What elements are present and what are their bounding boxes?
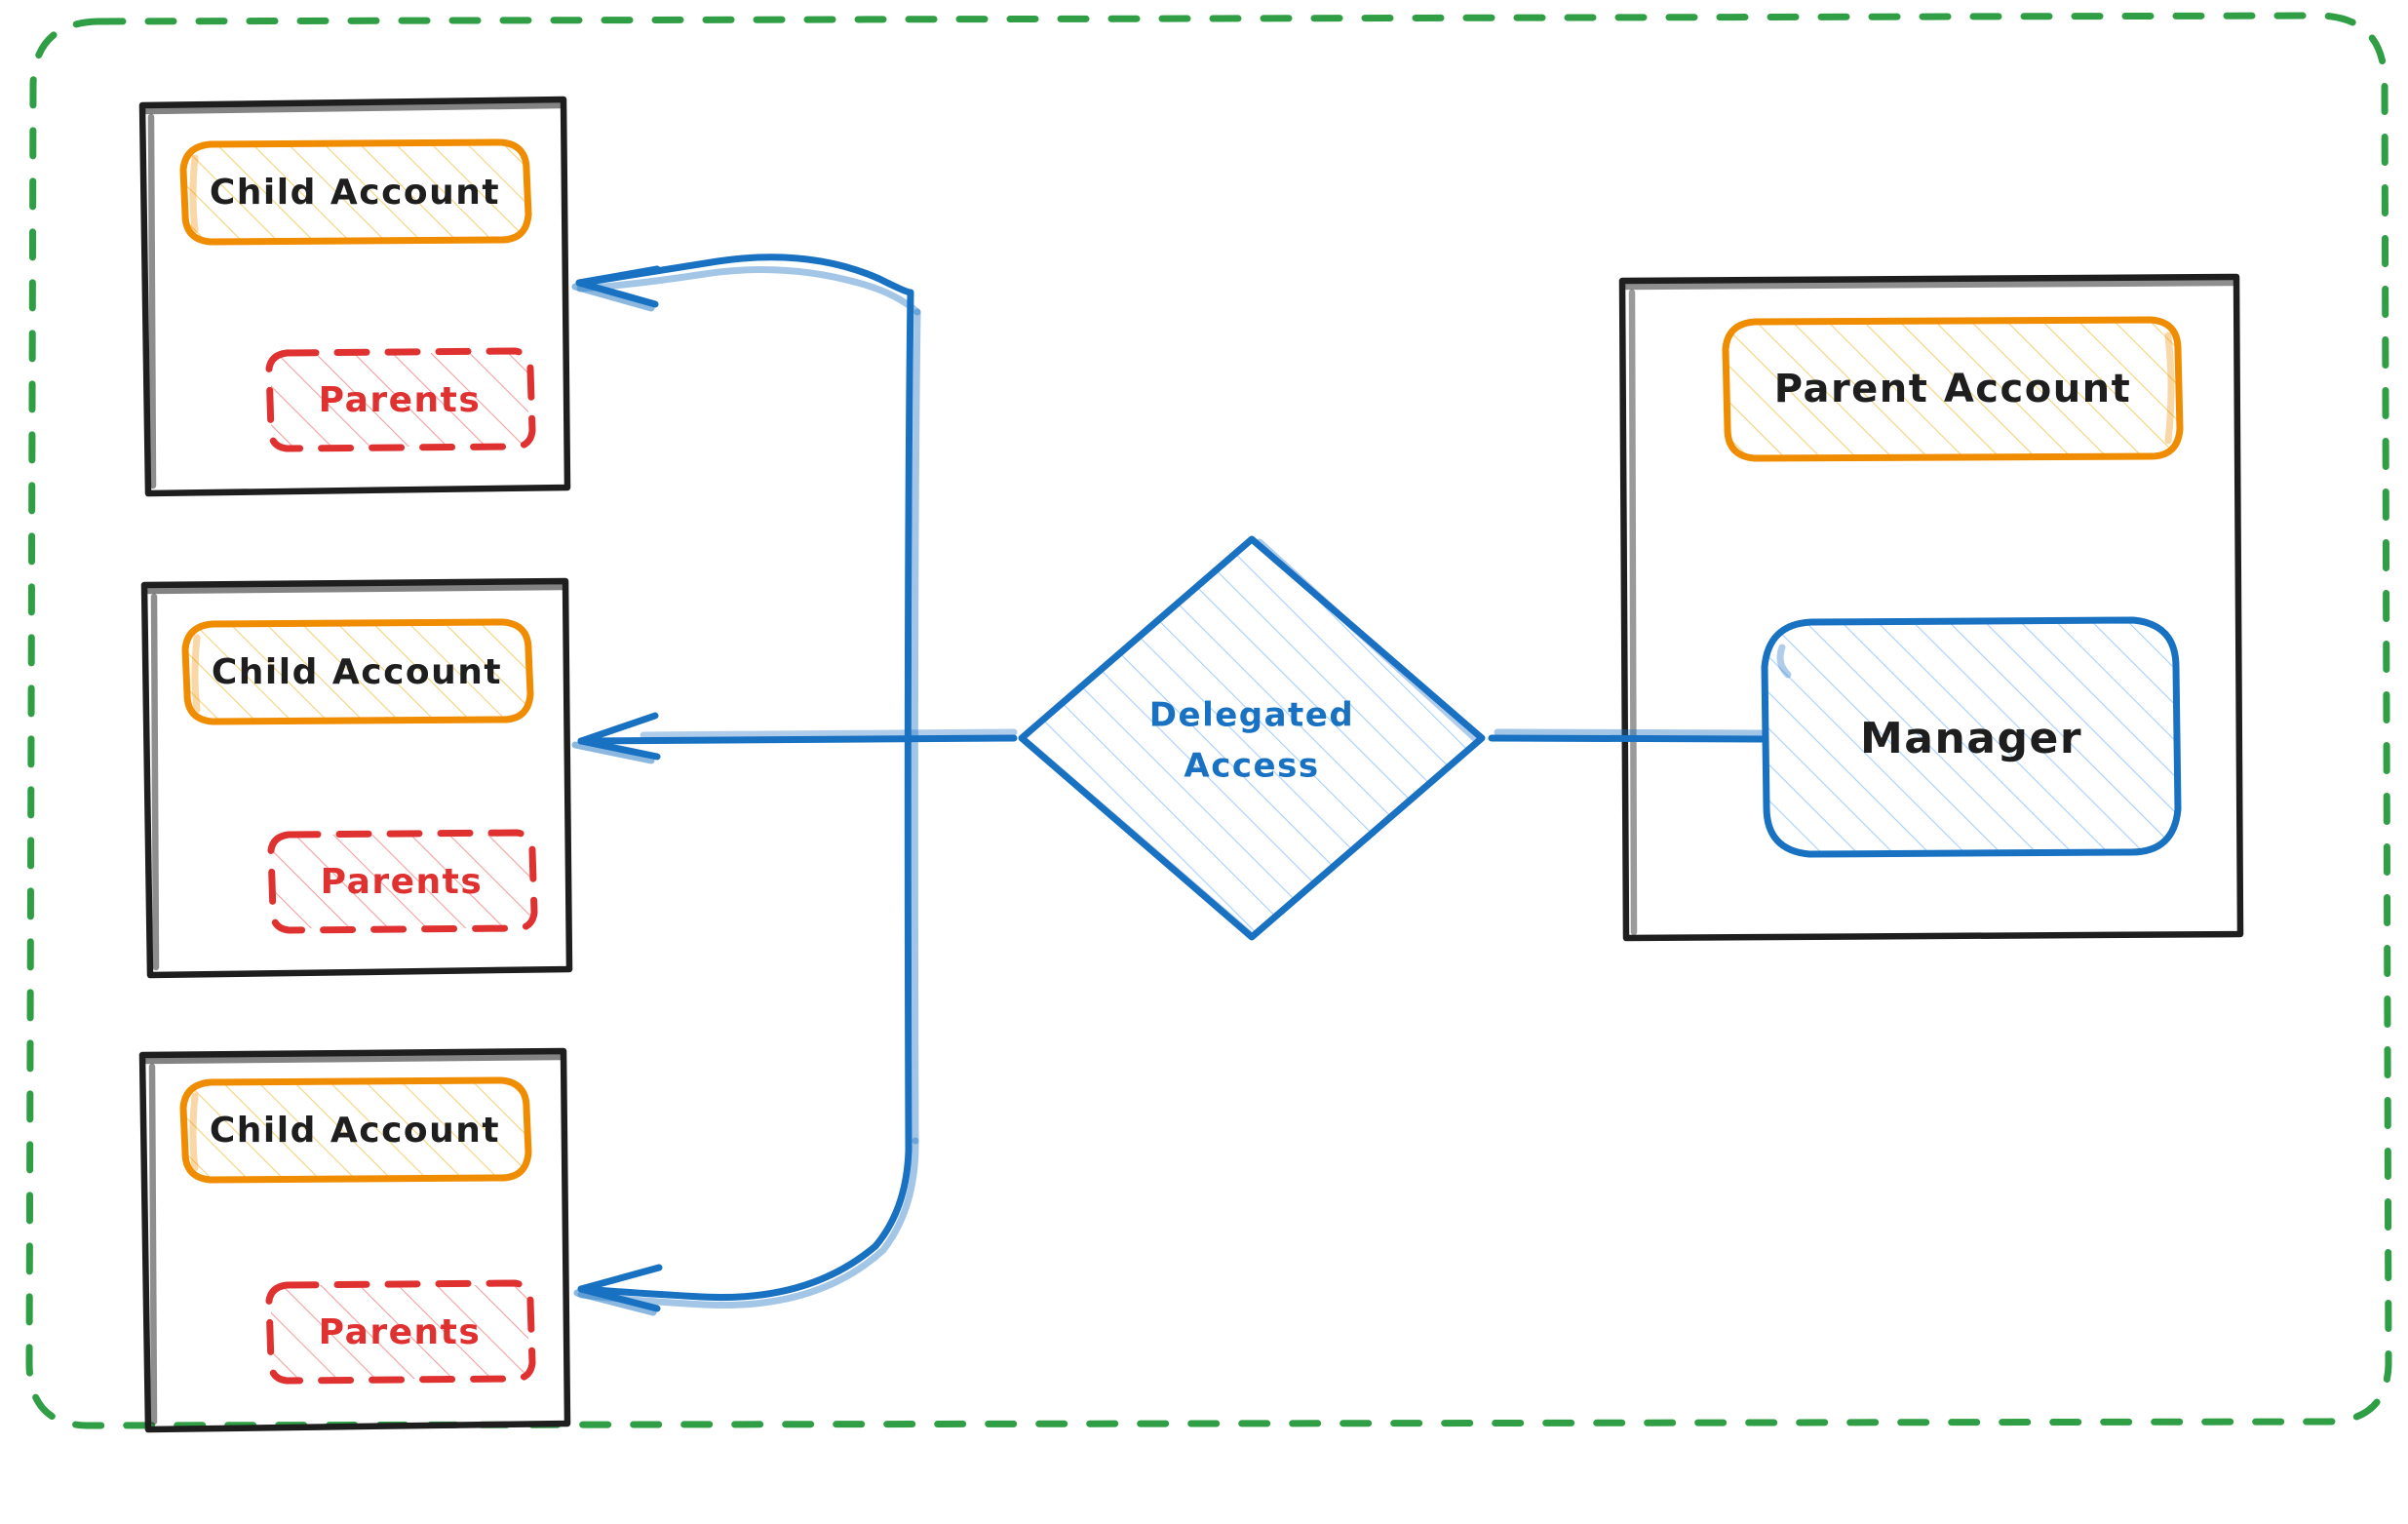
child-account-node-3[interactable]: Child Account: [179, 1076, 532, 1184]
parent-container[interactable]: Parent Account Manager: [1618, 273, 2244, 942]
edge-delegated-to-child-2: [571, 712, 1018, 764]
manager-node[interactable]: Manager: [1761, 616, 2182, 858]
edge-delegated-to-child-3: [573, 1137, 919, 1316]
organization-boundary: [25, 12, 2392, 1429]
child-account-node-1[interactable]: Child Account: [179, 138, 532, 246]
parent-account-node[interactable]: Parent Account: [1722, 316, 2184, 462]
edge-manager-to-delegated: [1488, 728, 1767, 743]
edge-riser: [904, 289, 921, 1154]
child-container-3[interactable]: Child Account Parents: [138, 1047, 571, 1433]
delegated-access-label-line2: Access: [1184, 747, 1319, 786]
parents-node-1[interactable]: Parents: [265, 347, 536, 452]
parents-label-1: Parents: [319, 380, 482, 420]
delegated-access-label-line1: Delegated: [1149, 696, 1354, 735]
child-account-label-3: Child Account: [210, 1111, 500, 1151]
parents-label-2: Parents: [321, 862, 484, 902]
child-account-node-2[interactable]: Child Account: [181, 618, 534, 725]
parents-label-3: Parents: [319, 1312, 482, 1352]
parents-node-2[interactable]: Parents: [267, 829, 538, 934]
child-container-1[interactable]: Child Account Parents: [138, 96, 571, 497]
child-account-label-2: Child Account: [212, 652, 502, 692]
child-account-label-1: Child Account: [210, 173, 500, 213]
edge-delegated-to-child-1: [571, 254, 921, 316]
delegated-access-node[interactable]: Delegated Access: [1018, 535, 1486, 941]
parents-node-3[interactable]: Parents: [265, 1279, 536, 1385]
parent-account-label: Parent Account: [1774, 367, 2132, 411]
child-container-2[interactable]: Child Account Parents: [140, 577, 573, 979]
manager-label: Manager: [1860, 714, 2082, 763]
